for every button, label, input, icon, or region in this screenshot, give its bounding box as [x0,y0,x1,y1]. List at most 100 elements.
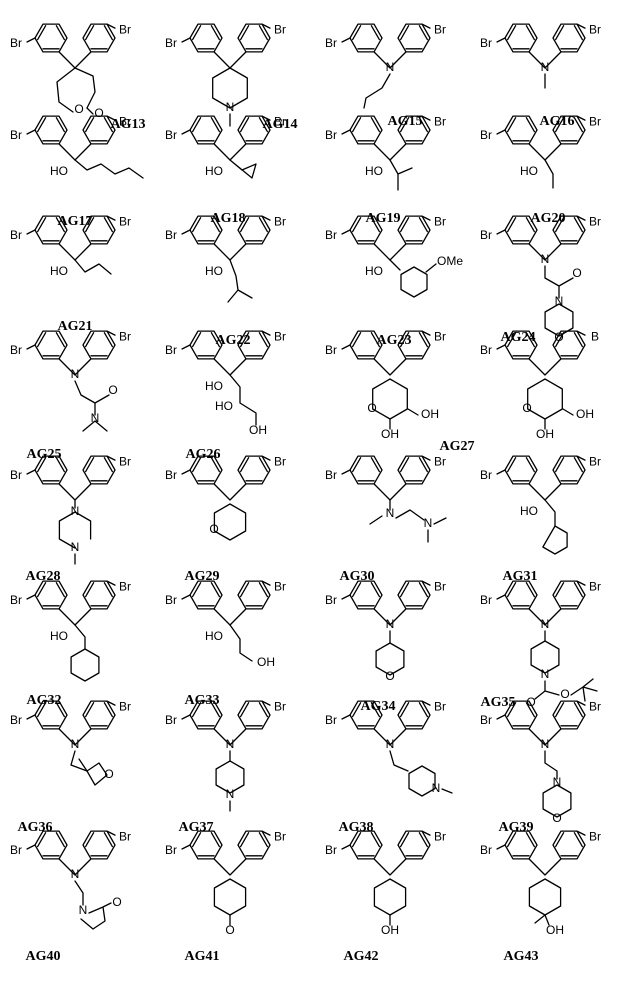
cyclohexane-ring [71,649,99,681]
bond [370,510,424,524]
nitrogen-atom: N [71,867,80,881]
bond [342,230,350,234]
compound-ag15: BrBrNAG15 [325,22,446,129]
benzene-ring [350,24,382,52]
compound-ag16: BrBrNAG16 [480,22,601,129]
bond [27,230,35,234]
benzene-ring [553,581,585,609]
bond [87,108,93,114]
bromine-right: Br [589,699,601,713]
bromine-left: Br [480,36,492,50]
bromine-left: Br [165,228,177,242]
compound-label: AG42 [344,949,379,964]
bond [390,751,408,771]
benzene-ring [398,701,430,729]
bond [342,595,350,599]
bromine-left: Br [165,593,177,607]
five-ring [214,244,246,260]
bromine-right: Br [119,214,131,228]
bromine-right: B [591,329,599,343]
bond [27,470,35,474]
hydroxyl-label: HO [50,629,68,643]
bromine-left: Br [325,593,337,607]
compound-label: AG22 [216,333,251,348]
bromine-left: Br [10,343,22,357]
bond [27,345,35,349]
five-ring [59,609,91,625]
bond [342,715,350,719]
oxane-ring [373,379,408,419]
five-ring [214,484,246,500]
benzene-ring [553,701,585,729]
nitrogen-atom: N [79,903,88,917]
five-ring [214,52,246,68]
oxygen-atom: O [209,522,218,536]
bromine-right: Br [434,699,446,713]
compound-ag28: BrBrNNAG28 [10,454,131,584]
benzene-ring [35,116,67,144]
compound-ag24: BrBrNONOAG24 [480,214,601,345]
benzene-ring [35,831,67,859]
compound-label: AG35 [481,695,516,710]
compound-label: AG36 [18,820,53,835]
bromine-left: Br [480,343,492,357]
compound-label: AG26 [186,447,221,462]
nitrogen-atom: N [386,737,395,751]
bond [364,74,390,108]
bromine-left: Br [10,593,22,607]
compound-label: AG27 [440,439,475,454]
compound-ag23: BrBrHOOMeAG23 [325,214,463,348]
bond [545,160,553,188]
benzene-ring [238,456,270,484]
nitrogen-atom: N [226,737,235,751]
five-ring [529,859,561,875]
benzene-ring [553,831,585,859]
bromine-left: Br [325,468,337,482]
bond [75,625,85,649]
bond [497,715,505,719]
bond [27,715,35,719]
bond [426,264,436,272]
five-ring [529,359,561,375]
compound-ag30: BrBrNNAG30 [325,454,446,584]
compound-ag37: BrBrNNAG37 [165,699,286,835]
compound-ag29: BrBrOAG29 [165,454,286,584]
hydroxyl-label: HO [215,399,233,413]
benzene-ring [190,116,222,144]
benzene-ring [350,456,382,484]
five-ring [374,359,406,375]
bromine-right: Br [589,22,601,36]
five-ring [374,144,406,160]
bond [182,230,190,234]
bromine-right: Br [589,579,601,593]
nitrogen-atom: N [71,367,80,381]
five-ring [529,484,561,500]
cyclopentane-ring [543,526,567,554]
benzene-ring [35,331,67,359]
bromine-left: Br [165,713,177,727]
nitrogen-atom: N [424,516,433,530]
compound-ag31: BrBrHOAG31 [480,454,601,584]
compound-ag33: BrBrHOOHAG33 [165,579,286,708]
oxygen-atom: O [560,687,569,701]
hydroxyl-label: HO [205,264,223,278]
bromine-left: Br [165,343,177,357]
benzene-ring [83,24,115,52]
hydroxyl-label: HO [50,264,68,278]
bromine-left: Br [165,843,177,857]
five-ring [59,52,91,68]
bond [75,160,143,178]
bond [342,470,350,474]
bromine-left: Br [325,343,337,357]
compound-ag38: BrBrNNAG38 [325,699,452,835]
bromine-right: Br [589,114,601,128]
oxygen-atom: O [74,102,83,116]
hydroxyl-label: HO [365,164,383,178]
benzene-ring [350,581,382,609]
bromine-left: Br [165,128,177,142]
nitrogen-atom: N [541,667,550,681]
bromine-left: Br [325,843,337,857]
bromine-left: Br [325,128,337,142]
bond [408,409,418,415]
bond [571,679,597,701]
